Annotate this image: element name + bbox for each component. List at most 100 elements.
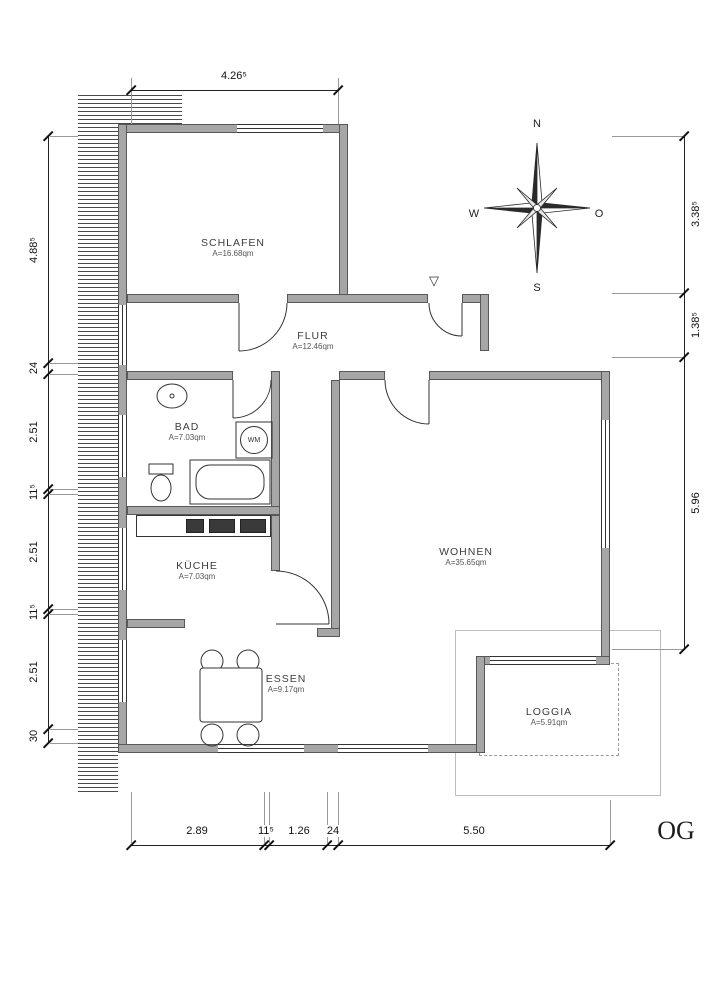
extension-line: [50, 494, 78, 495]
chair: [200, 723, 224, 747]
dim-label-left: 11⁵: [28, 482, 40, 502]
room-area: A=16.68qm: [212, 249, 254, 258]
window-wohnen-right: [601, 420, 610, 548]
compass-north-label: N: [533, 118, 541, 130]
room-name: ESSEN: [265, 673, 307, 685]
dining-table: [199, 667, 263, 723]
toilet-bowl: [150, 474, 172, 502]
dim-label-top: 4.26⁵: [219, 70, 249, 82]
door-arc-schlafen: [238, 302, 288, 352]
wall-wohnen-left-stub: [317, 628, 340, 637]
dim-line-top: [131, 90, 338, 91]
door-arc-wohnen: [384, 379, 430, 425]
window-bad-left: [118, 415, 127, 477]
window-schlafen-top: [237, 124, 323, 133]
kitchen-sink-1: [209, 519, 235, 533]
wall-kueche-bottom: [127, 619, 185, 628]
compass-south-label: S: [533, 282, 541, 294]
room-label-kueche: KÜCHE A=7.03qm: [176, 560, 218, 582]
entrance-marker: ▽: [429, 273, 439, 288]
washing-machine-label: WM: [247, 436, 261, 444]
extension-line: [612, 357, 684, 358]
kitchen-stove: [186, 519, 204, 533]
dim-line-left: [48, 136, 49, 743]
room-label-wohnen: WOHNEN A=35.65qm: [439, 546, 493, 568]
extension-line: [327, 792, 328, 843]
dim-label-left: 2.51: [28, 539, 40, 565]
extension-line: [50, 136, 78, 137]
window-flur-left: [118, 305, 127, 365]
chair: [236, 723, 260, 747]
room-name: BAD: [174, 421, 200, 433]
extension-line: [612, 649, 684, 650]
wall-entrance-side: [480, 294, 489, 351]
bathtub: [189, 459, 271, 505]
dim-label-bottom: 24: [324, 825, 342, 837]
dim-label-left: 2.51: [28, 419, 40, 445]
wall-flur-top-mid: [287, 294, 428, 303]
dim-label-right: 5.96: [690, 490, 702, 516]
room-area: A=7.03qm: [178, 572, 216, 581]
kitchen-sink-2: [240, 519, 266, 533]
extension-line: [131, 792, 132, 843]
washbasin-drain: [169, 393, 175, 399]
room-label-bad: BAD A=7.03qm: [169, 421, 206, 443]
room-area: A=5.91qm: [530, 718, 568, 727]
door-arc-bad: [232, 379, 272, 419]
toilet-tank: [148, 463, 174, 475]
dim-label-left: 11⁵: [28, 602, 40, 622]
extension-line: [338, 792, 339, 843]
dim-label-left: 24: [28, 359, 40, 377]
wall-bad-kueche: [127, 506, 280, 515]
window-essen-left: [118, 640, 127, 702]
wall-wohnen-top-left: [339, 371, 385, 380]
window-essen-bottom-2: [338, 744, 428, 753]
room-area: A=12.46qm: [292, 342, 334, 351]
window-essen-bottom-1: [218, 744, 304, 753]
window-loggia-door: [490, 656, 596, 665]
extension-line: [50, 489, 78, 490]
extension-line: [610, 800, 611, 843]
washing-machine: WM: [240, 426, 268, 454]
room-label-essen: ESSEN A=9.17qm: [266, 673, 307, 695]
extension-line: [50, 743, 78, 744]
window-kueche-left: [118, 528, 127, 590]
dim-label-bottom: 2.89: [184, 825, 210, 837]
extension-line: [338, 78, 339, 124]
wall-kueche-right: [271, 515, 280, 571]
wall-bad-top: [127, 371, 233, 380]
extension-line: [50, 614, 78, 615]
door-arc-kueche: [275, 570, 330, 625]
extension-line: [50, 363, 78, 364]
dim-label-bottom: 11⁵: [256, 825, 276, 837]
dim-label-right: 3.38⁵: [690, 199, 702, 229]
dim-label-left: 30: [28, 727, 40, 745]
wall-loggia-side: [476, 656, 485, 753]
extension-line: [269, 792, 270, 843]
dim-label-left: 2.51: [28, 659, 40, 685]
wall-flur-top-left: [127, 294, 239, 303]
dim-line-bottom: [131, 845, 610, 846]
extension-line: [50, 374, 78, 375]
room-area: A=35.65qm: [445, 558, 487, 567]
dim-label-left: 4.88⁵: [28, 235, 40, 265]
room-name: LOGGIA: [525, 706, 573, 718]
room-name: KÜCHE: [176, 560, 218, 572]
extension-line: [50, 609, 78, 610]
washbasin: [156, 383, 188, 409]
extension-line: [131, 78, 132, 124]
room-area: A=7.03qm: [168, 433, 206, 442]
extension-line: [612, 136, 684, 137]
room-label-loggia: LOGGIA A=5.91qm: [526, 706, 572, 728]
extension-line: [612, 293, 684, 294]
dim-label-right: 1.38⁵: [690, 310, 702, 340]
compass-west-label: W: [468, 208, 480, 220]
bathtub-inner: [195, 464, 265, 500]
neighbor-hatch-left: [78, 95, 118, 795]
terrace-outline: [455, 630, 661, 796]
room-area: A=9.17qm: [267, 685, 305, 694]
washing-machine-box: [235, 421, 273, 459]
door-arc-entrance: [428, 302, 463, 337]
